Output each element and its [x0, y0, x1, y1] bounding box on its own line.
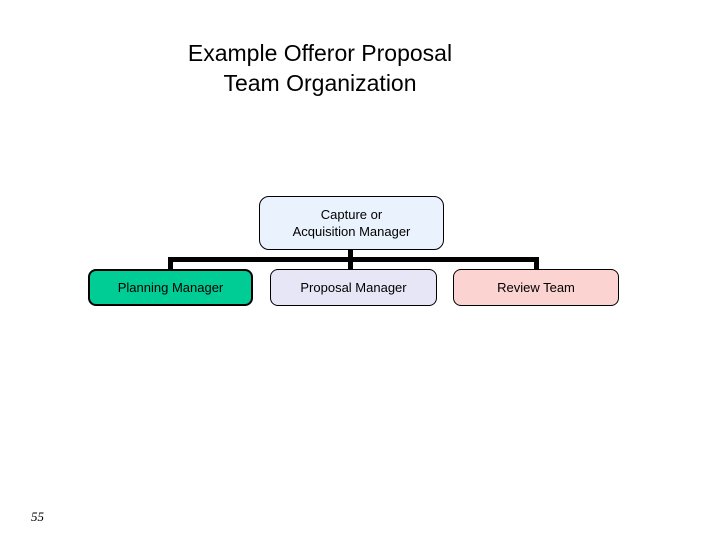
- page-number: 55: [31, 509, 44, 524]
- org-node-review-team: Review Team: [453, 269, 619, 306]
- org-node-capture-acquisition-manager: Capture or Acquisition Manager: [259, 196, 444, 250]
- connector-drop-planning: [168, 257, 173, 270]
- connector-drop-proposal: [348, 257, 353, 270]
- connector-drop-review: [534, 257, 539, 270]
- org-node-proposal-manager: Proposal Manager: [270, 269, 437, 306]
- slide-title: Example Offeror Proposal Team Organizati…: [187, 40, 453, 96]
- connector-horizontal-bus: [168, 257, 539, 262]
- connector-stem-vertical: [348, 250, 353, 262]
- org-node-planning-manager: Planning Manager: [88, 269, 253, 306]
